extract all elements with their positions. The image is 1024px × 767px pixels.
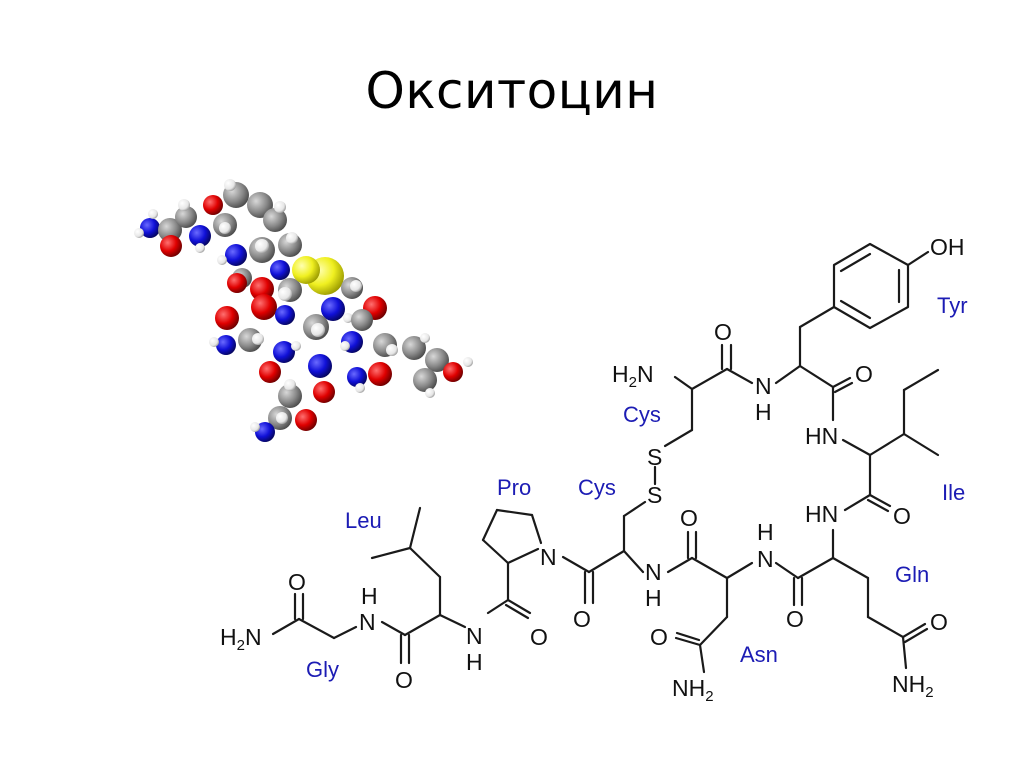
atom-hn: HN bbox=[805, 423, 838, 449]
atom-n: N bbox=[540, 544, 557, 570]
atom-o: O bbox=[930, 609, 948, 635]
atom-o: O bbox=[786, 606, 804, 632]
atom-n: N bbox=[359, 609, 376, 635]
residue-labels: Tyr Cys Ile Cys Pro Leu Gln Asn Gly bbox=[306, 293, 968, 682]
atom-o: O bbox=[893, 503, 911, 529]
atom-o: O bbox=[650, 624, 668, 650]
residue-label-tyr: Tyr bbox=[937, 293, 968, 318]
slide-title: Окситоцин bbox=[365, 62, 659, 120]
atom-o: O bbox=[680, 505, 698, 531]
residue-label-pro: Pro bbox=[497, 475, 531, 500]
atom-n: N bbox=[466, 623, 483, 649]
atom-o: O bbox=[714, 319, 732, 345]
atom-h: H bbox=[466, 649, 483, 675]
atom-o: O bbox=[288, 569, 306, 595]
atom-s: S bbox=[647, 444, 662, 470]
atom-o: O bbox=[855, 361, 873, 387]
atom-n: N bbox=[645, 559, 662, 585]
residue-label-ile: Ile bbox=[942, 480, 965, 505]
skeletal-bonds bbox=[271, 242, 940, 674]
atom-s: S bbox=[647, 482, 662, 508]
residue-label-asn: Asn bbox=[740, 642, 778, 667]
atom-h2n: H2N bbox=[612, 361, 654, 391]
atom-h2n: H2N bbox=[220, 624, 262, 654]
residue-label-gly: Gly bbox=[306, 657, 339, 682]
atom-labels: OH O O H2N N H HN S S HN O O H N N H N O… bbox=[220, 234, 965, 705]
atom-o: O bbox=[530, 624, 548, 650]
atom-o: O bbox=[395, 667, 413, 693]
atom-nh2: NH2 bbox=[892, 671, 934, 701]
atom-h: H bbox=[755, 399, 772, 425]
atom-h: H bbox=[757, 519, 774, 545]
residue-label-leu: Leu bbox=[345, 508, 382, 533]
atom-h: H bbox=[361, 583, 378, 609]
atom-n: N bbox=[755, 373, 772, 399]
space-filling-model bbox=[134, 179, 473, 442]
atom-o: O bbox=[573, 606, 591, 632]
atom-h: H bbox=[645, 585, 662, 611]
atom-nh2: NH2 bbox=[672, 675, 714, 705]
residue-label-gln: Gln bbox=[895, 562, 929, 587]
atom-hn: HN bbox=[805, 501, 838, 527]
residue-label-cys-2: Cys bbox=[578, 475, 616, 500]
residue-label-cys-1: Cys bbox=[623, 402, 661, 427]
atom-n: N bbox=[757, 546, 774, 572]
atom-oh: OH bbox=[930, 234, 965, 260]
